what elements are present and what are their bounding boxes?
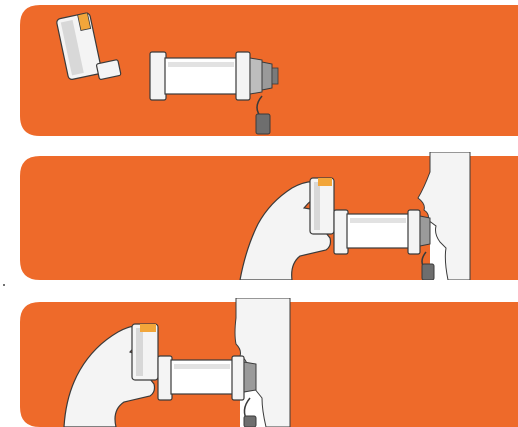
- step-2-panel: [0, 152, 518, 280]
- step-3-panel: [0, 298, 518, 427]
- inhaler-icon: [310, 178, 334, 234]
- step-2-illustration: [0, 152, 518, 280]
- step-3-illustration: [0, 298, 518, 427]
- step-1-panel: [0, 0, 518, 136]
- spacer-chamber-icon: [150, 52, 278, 100]
- inhaler-icon: [132, 324, 158, 380]
- step-1-illustration: [0, 0, 518, 136]
- stray-dot: [3, 284, 5, 286]
